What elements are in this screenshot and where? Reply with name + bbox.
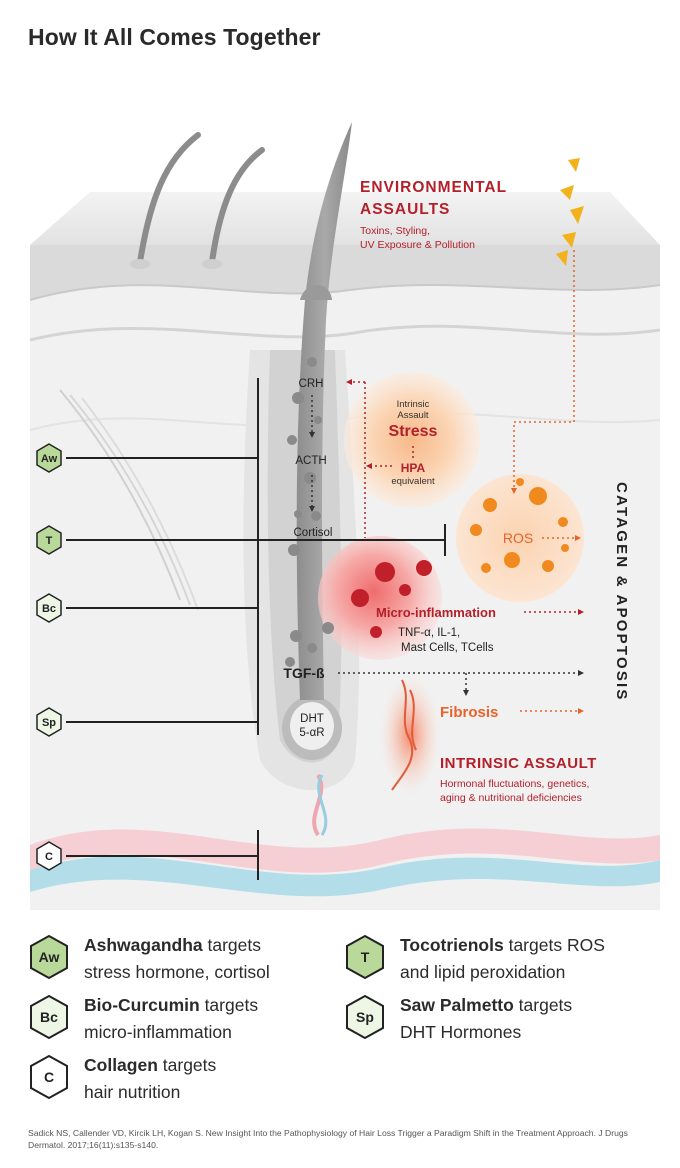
pathway-arrows [311, 250, 578, 712]
micro-line-2: Mast Cells, TCells [401, 642, 494, 654]
svg-text:Bc: Bc [42, 603, 56, 615]
micro-line-1: TNF-α, IL-1, [398, 627, 460, 639]
stress-heading: Stress [389, 423, 438, 440]
legend-name: Collagen [84, 1055, 158, 1075]
hexagon-icon: Aw [30, 934, 68, 980]
pollutant-crystals [556, 158, 584, 266]
hpa-sub: equivalent [391, 476, 435, 487]
label-crh: CRH [299, 378, 324, 390]
intrinsic-heading: INTRINSIC ASSAULT [440, 755, 597, 772]
page-title: How It All Comes Together [28, 24, 321, 50]
shaft-particles [285, 357, 334, 667]
legend-item-tocotrienols: T Tocotrienols targets ROS and lipid per… [344, 934, 605, 986]
hair-follicle-diagram: Aw T Bc Sp C ENVIRONMENTAL ASSAULTS Toxi… [29, 122, 661, 910]
legend: Aw Ashwagandha targets stress hormone, c… [0, 920, 680, 1102]
hpa-label: HPA [401, 461, 426, 475]
svg-text:Aw: Aw [41, 453, 58, 465]
legend-name: Saw Palmetto [400, 995, 514, 1015]
stress-line-1: Intrinsic [397, 399, 430, 410]
inflammation-particles [351, 560, 432, 638]
svg-text:T: T [46, 535, 53, 547]
legend-item-bio-curcumin: Bc Bio-Curcumin targets micro-inflammati… [28, 994, 258, 1046]
svg-text:Sp: Sp [42, 717, 56, 729]
intrinsic-sub-2: aging & nutritional deficiencies [440, 792, 582, 804]
ros-particles [470, 478, 569, 573]
stress-glow [344, 372, 480, 508]
environmental-sub-2: UV Exposure & Pollution [360, 239, 475, 251]
svg-text:Aw: Aw [39, 949, 60, 965]
arrow-heads [309, 379, 584, 714]
inflammation-glow [318, 536, 442, 660]
ros-label: ROS [503, 530, 533, 546]
inhibitor-lines [66, 378, 446, 880]
stress-line-2: Assault [397, 410, 429, 421]
hexagon-icon: Sp [346, 994, 384, 1040]
badge-aw: Aw [36, 443, 62, 473]
environmental-heading-2: ASSAULTS [360, 201, 450, 218]
collagen-band [30, 828, 660, 873]
svg-text:Sp: Sp [356, 1009, 374, 1025]
legend-item-saw-palmetto: Sp Saw Palmetto targets DHT Hormones [344, 994, 572, 1046]
environmental-heading-1: ENVIRONMENTAL [360, 179, 507, 196]
nutrition-band [30, 856, 660, 897]
badge-c: C [36, 841, 62, 871]
reference-citation: Sadick NS, Callender VD, Kircik LH, Koga… [28, 1128, 628, 1150]
svg-text:T: T [361, 949, 370, 965]
surface-hairs [130, 132, 265, 269]
legend-name: Tocotrienols [400, 935, 504, 955]
label-tgf: TGF-ß [283, 665, 325, 681]
hexagon-icon: T [346, 934, 384, 980]
badge-bc: Bc [36, 593, 62, 623]
intrinsic-sub-1: Hormonal fluctuations, genetics, [440, 778, 589, 790]
micro-heading: Micro-inflammation [376, 605, 496, 620]
badge-t: T [36, 525, 62, 555]
environmental-sub-1: Toxins, Styling, [360, 225, 430, 237]
legend-name: Ashwagandha [84, 935, 203, 955]
catagen-label: CATAGEN & APOPTOSIS [613, 482, 630, 702]
badge-sp: Sp [36, 707, 62, 737]
hexagon-icon: C [30, 1054, 68, 1100]
label-acth: ACTH [295, 455, 326, 467]
legend-name: Bio-Curcumin [84, 995, 200, 1015]
fibrosis-label: Fibrosis [440, 704, 498, 721]
label-dht: DHT [300, 713, 324, 725]
svg-text:Bc: Bc [40, 1009, 58, 1025]
legend-item-ashwagandha: Aw Ashwagandha targets stress hormone, c… [28, 934, 270, 986]
label-5ar: 5-αR [299, 727, 324, 739]
hexagon-icon: Bc [30, 994, 68, 1040]
hair-shaft [296, 122, 352, 700]
label-cortisol: Cortisol [294, 527, 333, 539]
svg-text:C: C [44, 1069, 54, 1085]
fibrosis-glow [380, 675, 440, 795]
legend-item-collagen: C Collagen targets hair nutrition [28, 1054, 216, 1106]
svg-text:C: C [45, 851, 53, 863]
